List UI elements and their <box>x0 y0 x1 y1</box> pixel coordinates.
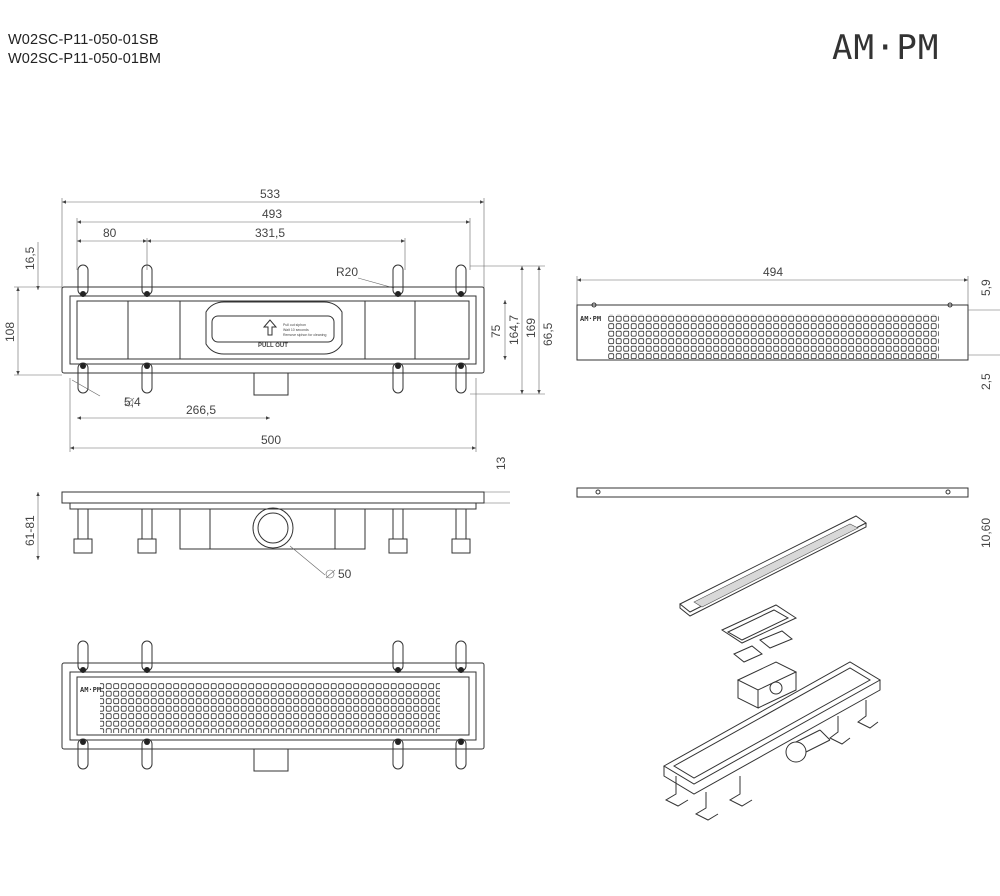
dim-grate-25: 2,5 <box>979 373 993 390</box>
dim-bottom-length: 500 <box>261 433 281 447</box>
brand-logo: AM·PM <box>832 28 940 68</box>
dim-grate-66: 66,5 <box>541 322 555 346</box>
dim-radius: R20 <box>336 265 358 279</box>
dim-outlet: 50 <box>338 567 352 581</box>
dim-grate-59: 5,9 <box>979 279 993 296</box>
note-3: Remove siphon for cleaning <box>283 333 326 337</box>
note-1: Pull out siphon <box>283 323 306 327</box>
side-view: 13 50 61-81 <box>23 456 510 581</box>
dim-height-range: 61-81 <box>23 515 37 546</box>
dim-inner: 493 <box>262 207 282 221</box>
dim-266: 266,5 <box>186 403 216 417</box>
dim-height-outer: 108 <box>3 322 17 342</box>
dim-169: 169 <box>524 318 538 338</box>
dim-hole: 5,4 <box>124 395 141 409</box>
grate-view: 494 AM·PM 5,9 2,5 66,5 <box>541 265 1000 390</box>
note-2: Wait 10 seconds <box>283 328 309 332</box>
dim-overall: 533 <box>260 187 280 201</box>
pull-out-label: PULL OUT <box>258 343 288 349</box>
dim-left-offset: 80 <box>103 226 117 240</box>
installed-brand-mark: AM·PM <box>80 686 101 694</box>
dim-75: 75 <box>489 324 503 338</box>
dim-center-span: 331,5 <box>255 226 285 240</box>
dim-grate-thickness: 10,60 <box>979 518 993 548</box>
top-view: 533 493 80 331,5 16,5 108 75 164,7 169 R… <box>3 187 545 452</box>
dim-13: 13 <box>494 456 508 470</box>
model-code-sb: W02SC-P11-050-01SB <box>8 32 159 48</box>
dim-top-offset: 16,5 <box>23 246 37 270</box>
dim-164: 164,7 <box>507 315 521 345</box>
model-code-bm: W02SC-P11-050-01BM <box>8 51 162 67</box>
grate-side: 10,60 <box>576 487 993 548</box>
dim-grate-length: 494 <box>763 265 783 279</box>
installed-view: AM·PM <box>61 640 485 772</box>
grate-brand-mark: AM·PM <box>580 315 601 323</box>
exploded-view <box>663 515 881 821</box>
